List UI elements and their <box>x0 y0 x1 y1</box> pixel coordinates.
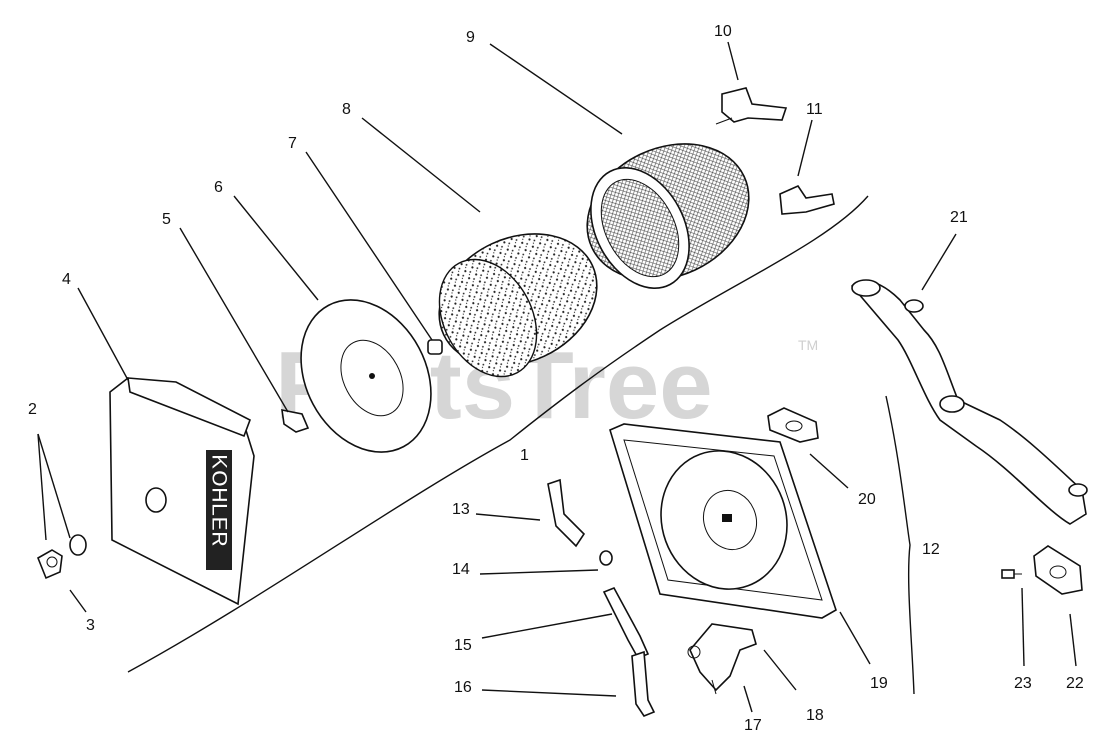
callout-9: 9 <box>466 29 475 46</box>
leader-lines <box>37 41 1077 713</box>
breather-hose <box>602 586 650 660</box>
callout-2: 2 <box>28 401 37 418</box>
callout-8: 8 <box>342 101 351 118</box>
hose-clamp <box>599 550 613 566</box>
seal-clip <box>281 408 310 433</box>
callout-21: 21 <box>950 209 968 226</box>
callout-20: 20 <box>858 491 876 508</box>
callout-3: 3 <box>86 617 95 634</box>
element-bracket-small <box>779 184 835 215</box>
screw <box>1001 569 1022 579</box>
air-filter-element <box>586 143 750 289</box>
assembly-divider-line <box>127 195 869 673</box>
air-cleaner-base <box>609 423 837 619</box>
callout-14: 14 <box>452 561 470 578</box>
callout-17: 17 <box>744 717 762 734</box>
breather-tube <box>850 279 1088 525</box>
callout-7: 7 <box>288 135 297 152</box>
callout-10: 10 <box>714 23 732 40</box>
washer <box>69 534 87 556</box>
brand-logo: KOHLER <box>207 454 232 547</box>
callout-22: 22 <box>1066 675 1084 692</box>
callout-11: 11 <box>806 101 823 118</box>
tube-gasket <box>1033 545 1083 595</box>
air-cleaner-cover: KOHLER <box>109 377 255 606</box>
wing-nut <box>36 549 63 580</box>
precleaner-foam <box>438 233 598 378</box>
gasket <box>767 407 819 443</box>
callout-1: 1 <box>520 447 529 464</box>
watermark-trademark: TM <box>798 337 818 353</box>
callout-6: 6 <box>214 179 223 196</box>
bracket-12 <box>885 395 915 695</box>
callout-23: 23 <box>1014 675 1032 692</box>
callout-15: 15 <box>454 637 472 654</box>
cover-plate <box>300 299 432 453</box>
nut <box>427 339 443 355</box>
callout-19: 19 <box>870 675 888 692</box>
callout-18: 18 <box>806 707 824 724</box>
callout-labels: 1 2 3 4 5 6 7 8 9 10 11 12 13 14 15 16 1… <box>28 23 1084 734</box>
breather-hose-lower <box>631 650 656 717</box>
callout-5: 5 <box>162 211 171 228</box>
callout-12: 12 <box>922 541 940 558</box>
callout-16: 16 <box>454 679 472 696</box>
base-bracket <box>687 623 757 695</box>
breather-hose-elbow <box>547 478 586 548</box>
callout-4: 4 <box>62 271 71 288</box>
callout-13: 13 <box>452 501 470 518</box>
element-bracket <box>715 87 788 125</box>
